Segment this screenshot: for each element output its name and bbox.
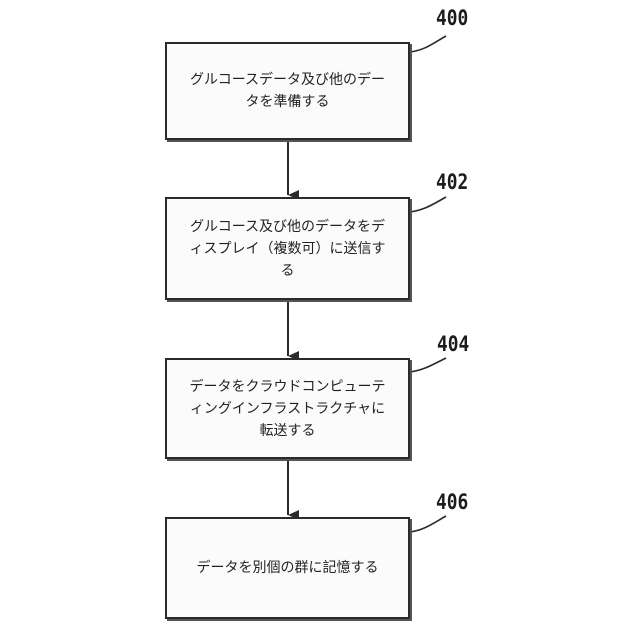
leader-line-402 — [410, 197, 446, 212]
reference-numeral-404: 404 — [437, 332, 469, 356]
step-box-404: データをクラウドコンピューテ ィングインフラストラクチャに 転送する — [165, 358, 410, 459]
step-box-400: グルコースデータ及び他のデー タを準備する — [165, 42, 410, 140]
step-box-406: データを別個の群に記憶する — [165, 517, 410, 619]
step-box-402: グルコース及び他のデータをデ ィスプレイ（複数可）に送信す る — [165, 197, 410, 300]
reference-numeral-406: 406 — [436, 490, 468, 514]
step-text-404: データをクラウドコンピューテ ィングインフラストラクチャに 転送する — [190, 376, 386, 442]
reference-numeral-400: 400 — [436, 6, 468, 30]
step-text-400: グルコースデータ及び他のデー タを準備する — [190, 69, 385, 113]
leader-line-400 — [410, 36, 446, 52]
leader-line-406 — [410, 516, 446, 532]
step-text-402: グルコース及び他のデータをデ ィスプレイ（複数可）に送信す る — [190, 216, 386, 282]
leader-line-404 — [410, 358, 446, 372]
reference-numeral-402: 402 — [436, 170, 468, 194]
step-text-406: データを別個の群に記憶する — [197, 557, 379, 579]
